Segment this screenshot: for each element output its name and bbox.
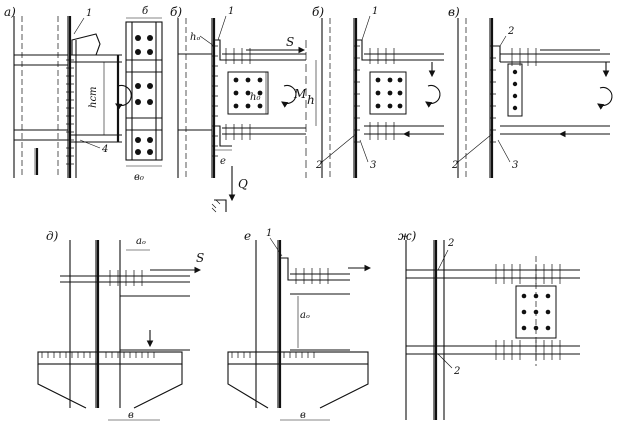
s-label-d: S (196, 251, 204, 265)
panel-e-label: e (244, 229, 251, 243)
section-view: б в₀ (125, 6, 163, 183)
callout-4-a: 4 (101, 144, 108, 155)
m-label: M (293, 87, 307, 101)
panel-zh: ж) 2 2 (398, 229, 580, 420)
panel-zh-label: ж) (398, 229, 417, 243)
callout-3-v: 3 (512, 160, 518, 171)
v-dim-label-d: в (128, 410, 134, 421)
panel-e: e aₒ 1 в (227, 228, 372, 421)
callout-1-e: 1 (266, 228, 272, 239)
ho-label: hₒ (190, 32, 200, 43)
bo-dim-label: в₀ (134, 172, 144, 183)
panel-b2: б) h 1 2 3 (307, 5, 444, 178)
callout-2-v-top: 2 (507, 26, 514, 37)
callout-1-a: 1 (86, 8, 92, 19)
callout-1-b2: 1 (372, 6, 378, 17)
panel-b2-label: б) (312, 5, 324, 19)
ao-label-d: aₒ (136, 236, 146, 247)
v-dim-label-e: в (300, 410, 306, 421)
b-dim-label: б (142, 6, 149, 17)
panel-a: а) hст 1 4 (4, 5, 132, 178)
callout-1-b1: 1 (228, 6, 234, 17)
ao-label-e: aₒ (300, 310, 310, 321)
panel-a-label: а) (4, 5, 16, 19)
e-label: e (220, 156, 226, 167)
panel-v: в) 2 2 3 (448, 5, 613, 178)
panel-d-label: д) (46, 229, 59, 243)
panel-b1-label: б) (170, 5, 182, 19)
callout-2-zh: 2 (453, 366, 460, 377)
h-label: h (307, 93, 315, 107)
hst-label: hст (88, 86, 99, 108)
callout-2-v: 2 (451, 160, 458, 171)
q-label: Q (238, 177, 248, 191)
panel-b1: б) S h₀ M e (170, 5, 307, 213)
hp-label: h₀ (250, 92, 260, 103)
callout-3-b2: 3 (370, 160, 376, 171)
callout-2-zh-top: 2 (447, 238, 454, 249)
s-label-b1: S (286, 35, 294, 49)
panel-v-label: в) (448, 5, 460, 19)
panel-d: д) S aₒ в (37, 229, 204, 421)
callout-2-b2: 2 (315, 160, 322, 171)
